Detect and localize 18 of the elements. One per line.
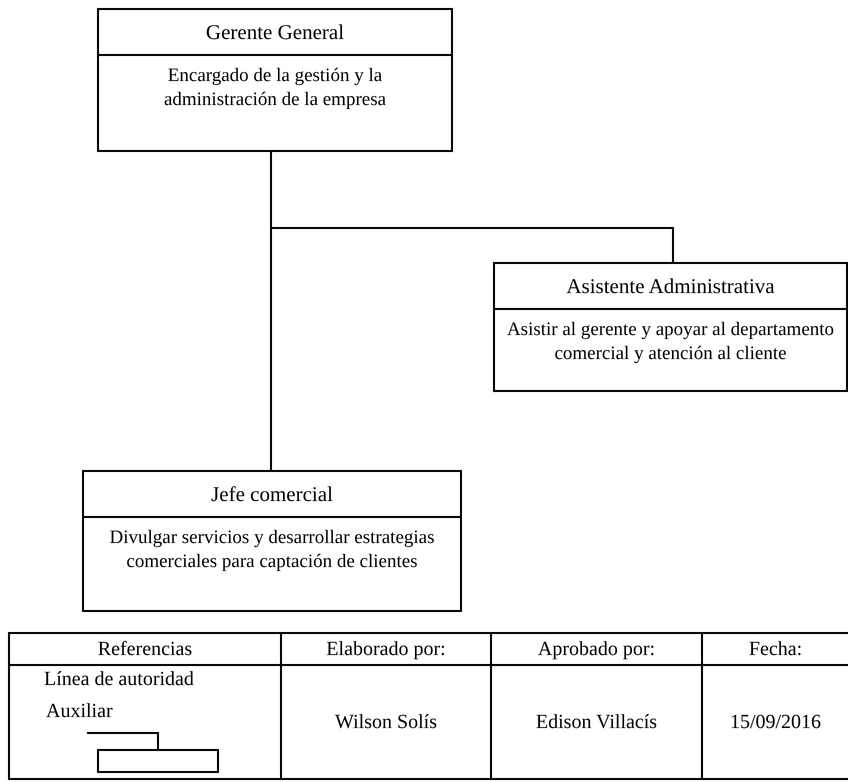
column-header: Referencias xyxy=(9,633,281,665)
org-box xyxy=(82,470,462,612)
role-description: Divulgar servicios y desarrollar estrategias comerciales para captación de clientes xyxy=(108,526,436,574)
legend-text: Línea de autoridad xyxy=(44,668,194,691)
column-header: Elaborado por: xyxy=(281,633,491,665)
role-description: Asistir al gerente y apoyar al departamento comercial y atención al cliente xyxy=(506,318,836,366)
role-title: Jefe comercial xyxy=(84,472,460,518)
org-box xyxy=(493,262,848,392)
table-cell: Wilson Solís xyxy=(281,665,491,779)
role-title: Asistente Administrativa xyxy=(495,264,846,310)
org-box xyxy=(97,8,453,152)
role-title: Gerente General xyxy=(99,10,451,56)
legend-text: Auxiliar xyxy=(46,700,113,723)
role-description: Encargado de la gestión y la administración de la empresa xyxy=(162,64,388,112)
connector-line xyxy=(270,152,272,470)
column-header: Fecha: xyxy=(702,633,848,665)
column-header: Aprobado por: xyxy=(491,633,702,665)
table-cell: Edison Villacís xyxy=(491,665,702,779)
